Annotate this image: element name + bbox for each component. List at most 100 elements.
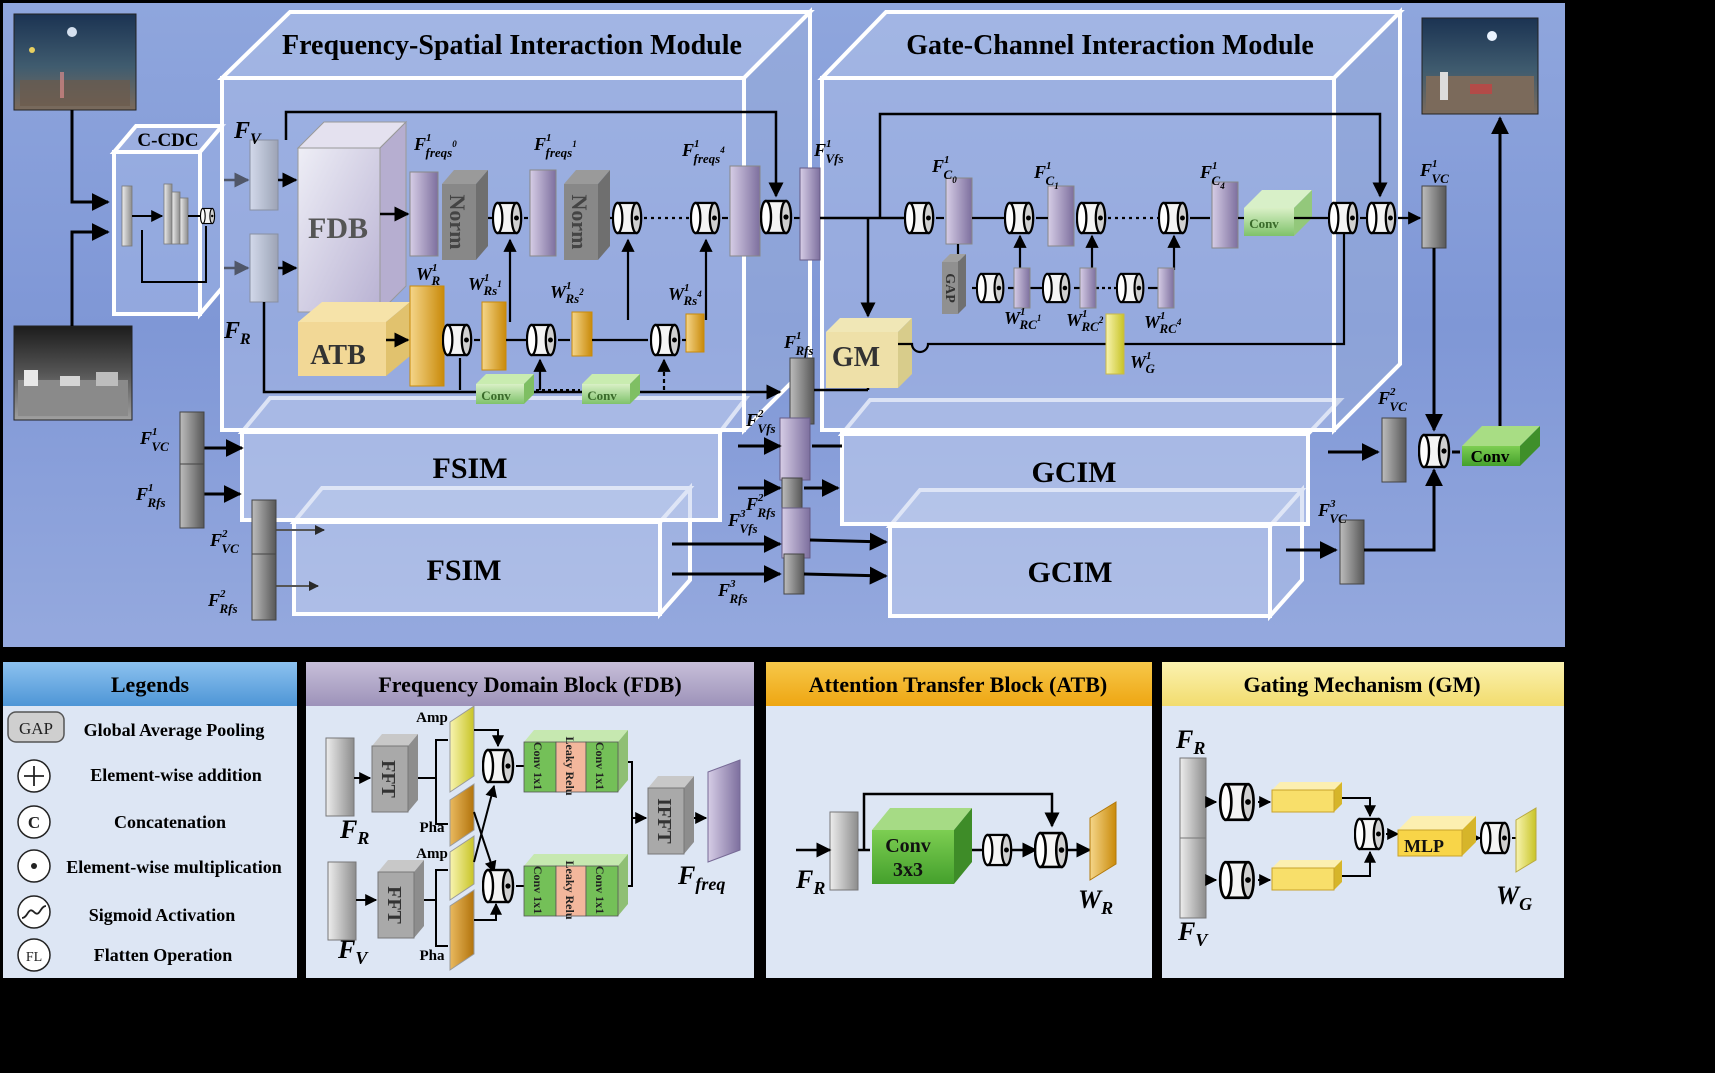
gap-icon (7, 711, 65, 743)
fr-feature-map (249, 233, 279, 303)
svg-text:IFFT: IFFT (653, 798, 675, 844)
fvfs3-feature (781, 507, 811, 559)
concat-icon (1354, 817, 1385, 851)
atb-panel: Attention Transfer Block (ATB) Conv 3x3 … (766, 662, 1152, 978)
gm-block: GM (826, 318, 912, 388)
fdb-label: FDB (308, 212, 368, 245)
frfs3-feature (783, 553, 805, 595)
gm-panel: Gating Mechanism (GM) (1162, 662, 1564, 978)
norm-block-2: Norm (564, 170, 610, 260)
fvfs2-feature (779, 417, 811, 481)
fv-feature-map (249, 139, 279, 211)
ifft-block: IFFT (647, 776, 694, 855)
sigmoid-icon (1480, 821, 1511, 855)
svg-text:WR: WR (1078, 885, 1113, 918)
atb-panel-title: Attention Transfer Block (ATB) (809, 672, 1107, 697)
multiply-icon (492, 201, 523, 235)
wg-weight (1105, 313, 1125, 375)
svg-text:C: C (28, 813, 40, 832)
multiply-icon (904, 201, 935, 235)
conv-label-1: Conv (481, 388, 511, 403)
multiply-icon (690, 201, 721, 235)
svg-text:FV: FV (337, 935, 369, 968)
conv3x3-block: Conv 3x3 (872, 808, 972, 884)
final-conv-block: Conv (1462, 426, 1540, 466)
fsim-label-1: FSIM (433, 452, 508, 485)
freq-feature-0 (409, 171, 439, 257)
c-cdc-label: C-CDC (137, 130, 198, 151)
gcim-module-title: Gate-Channel Interaction Module (906, 30, 1314, 61)
svg-text:Amp: Amp (416, 846, 448, 862)
add-icon (1366, 201, 1397, 235)
fsim-module-title: Frequency-Spatial Interaction Module (282, 30, 742, 61)
svg-text:W1R: W1R (416, 262, 441, 288)
conv-block-1: Conv (476, 374, 534, 404)
legends-panel: Legends GAP Global Average Pooling Eleme… (3, 662, 297, 978)
svg-text:FFT: FFT (377, 760, 399, 798)
infrared-input-image (13, 325, 133, 421)
svg-text:FR: FR (795, 865, 825, 898)
frfs1-input-feature (179, 463, 205, 529)
multiply-icon (482, 748, 515, 784)
weight-rs4 (685, 313, 705, 353)
conv-label-2: Conv (587, 388, 617, 403)
fdb-panel-title: Frequency Domain Block (FDB) (378, 672, 681, 697)
sigmoid-icon (17, 895, 51, 929)
architecture-diagram: C-CDC FSIM FSIM GCIM GCIM (3, 3, 1565, 978)
frfs-feature (789, 357, 815, 425)
mlp-block: MLP (1397, 816, 1476, 857)
gcim-conv-label: Conv (1249, 216, 1279, 231)
freq-feature-4 (729, 165, 761, 257)
weight-rs2 (571, 311, 593, 357)
fvfs-feature (799, 167, 821, 261)
fvc1-feature (1421, 185, 1447, 249)
conv-block-2: Conv (582, 374, 640, 404)
flatten-icon: FL (17, 938, 51, 972)
fused-output-image (1421, 17, 1539, 115)
fsim-stack-1: FSIM (237, 396, 751, 522)
svg-text:FL: FL (26, 950, 42, 965)
gcim-stack-1: GCIM (837, 398, 1345, 526)
gcim-label-2: GCIM (1028, 556, 1113, 589)
fvc2-feature (1381, 417, 1407, 483)
svg-text:MLP: MLP (1404, 836, 1444, 856)
atb-label: ATB (310, 340, 366, 371)
multiply-icon (482, 868, 515, 904)
gcim-module-box: Gate-Channel Interaction Module (817, 7, 1405, 435)
fdb-conv-stack-1: Conv 1x1 Leaky Relu Conv 1x1 (523, 730, 628, 796)
fsim-label-2: FSIM (427, 554, 502, 587)
svg-text:Leaky Relu: Leaky Relu (563, 860, 577, 919)
svg-text:FR: FR (223, 318, 251, 348)
atb-output-weight (409, 285, 445, 387)
svg-text:Conv 1x1: Conv 1x1 (531, 742, 545, 790)
svg-text:Pha: Pha (419, 948, 445, 964)
multiply-icon (1328, 201, 1359, 235)
fc1-feature (1047, 185, 1075, 247)
fc-block-2 (1271, 860, 1342, 891)
svg-text:Conv 1x1: Conv 1x1 (531, 866, 545, 914)
svg-text:FR: FR (339, 815, 369, 848)
fft-block-2: FFT (377, 860, 424, 939)
fc4-feature (1211, 181, 1239, 249)
wrc1-weight (1013, 267, 1031, 309)
frfs2-input-feature (251, 553, 277, 621)
svg-text:Element-wise multiplication: Element-wise multiplication (66, 857, 281, 877)
freq-feature-1 (529, 169, 557, 257)
svg-text:W1G: W1G (1130, 350, 1156, 376)
